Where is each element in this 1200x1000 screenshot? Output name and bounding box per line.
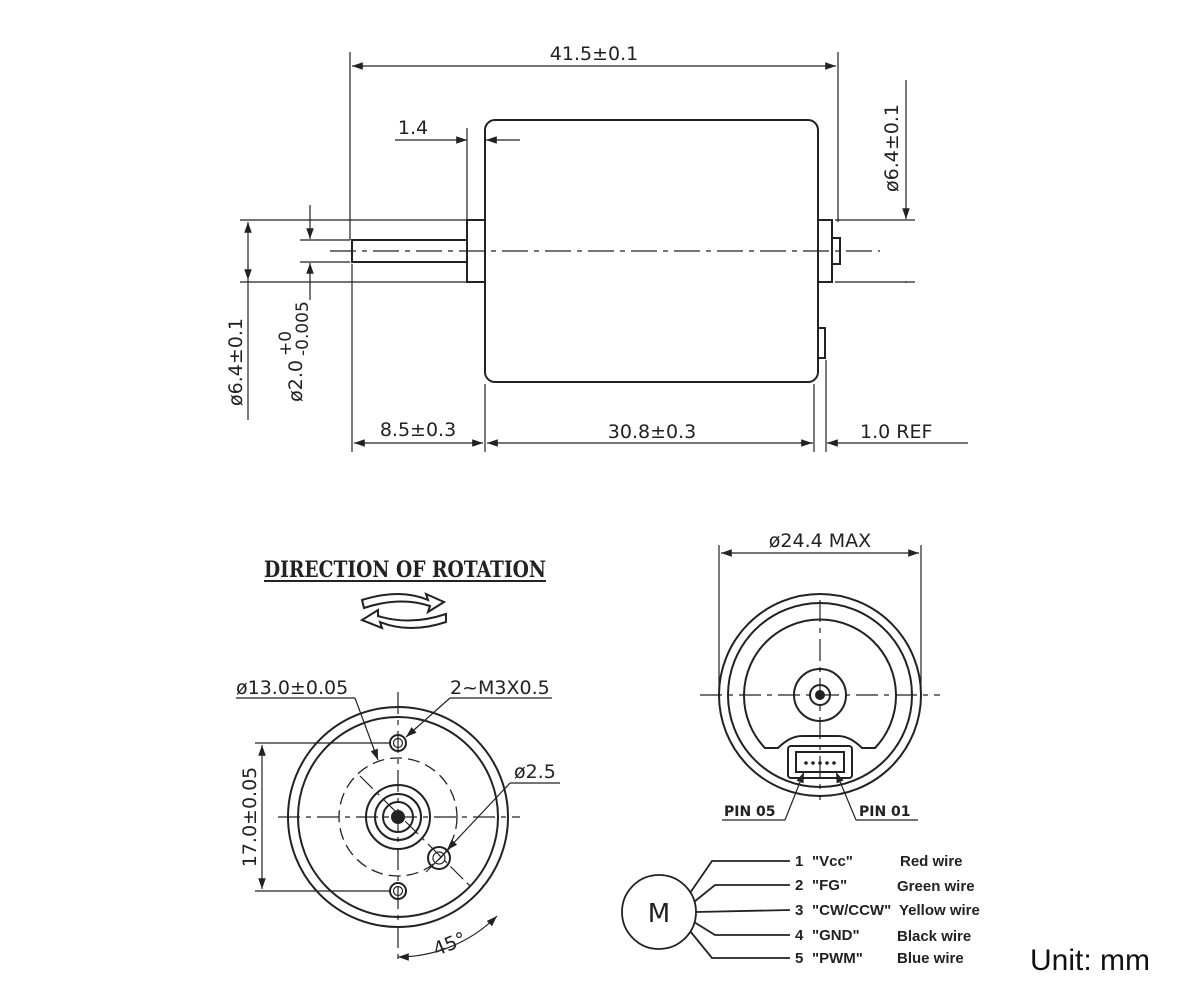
svg-text:"CW/CCW": "CW/CCW" (812, 902, 891, 919)
rear-boss-dia-label: ø6.4±0.1 (881, 104, 903, 192)
rear-ref-label: 1.0 REF (860, 421, 932, 443)
flange-label: 1.4 (398, 117, 428, 139)
svg-text:-0.005: -0.005 (293, 301, 313, 356)
pin-dia-label: ø2.5 (514, 761, 556, 783)
svg-text:"FG": "FG" (812, 877, 847, 894)
svg-text:"PWM": "PWM" (812, 950, 863, 967)
shaft-length-label: 8.5±0.3 (380, 419, 456, 441)
rotation-arrows-icon (359, 592, 447, 630)
pin-05-label: PIN 05 (724, 804, 776, 820)
svg-text:Black wire: Black wire (897, 928, 971, 945)
rear-recess (743, 618, 897, 749)
svg-text:1: 1 (795, 853, 803, 870)
svg-text:4: 4 (795, 927, 804, 944)
wire-row-4: 4 "GND" Black wire (795, 927, 971, 945)
overall-length-label: 41.5±0.1 (550, 43, 638, 65)
svg-text:"GND": "GND" (812, 927, 860, 944)
svg-text:Blue wire: Blue wire (897, 950, 964, 967)
wire-row-3: 3 "CW/CCW" Yellow wire (795, 902, 980, 919)
wire-row-5: 5 "PWM" Blue wire (795, 950, 964, 967)
rear-nub (817, 327, 826, 359)
shaft-dia-label: ø2.0 +0 -0.005 (276, 301, 313, 402)
body-length-label: 30.8±0.3 (608, 421, 696, 443)
svg-text:+0: +0 (276, 331, 296, 356)
front-boss-dia-label: ø6.4±0.1 (225, 318, 247, 406)
hole-spacing-label: 17.0±0.05 (239, 767, 261, 868)
svg-text:2: 2 (795, 877, 803, 894)
wiring-diagram (621, 860, 791, 959)
motor-label: M (648, 899, 670, 929)
unit-label: Unit: mm (1030, 944, 1150, 977)
svg-text:Yellow wire: Yellow wire (899, 902, 980, 919)
rotation-title: DIRECTION OF ROTATION (264, 557, 546, 583)
front-dimensions (236, 697, 560, 961)
svg-text:ø2.0: ø2.0 (285, 360, 307, 402)
angle-label: 45° (430, 928, 469, 961)
side-view (330, 119, 880, 383)
max-dia-label: ø24.4 MAX (769, 530, 871, 552)
rear-view (700, 593, 940, 800)
wire-row-1: 1 "Vcc" Red wire (795, 853, 963, 870)
svg-text:"Vcc": "Vcc" (812, 853, 853, 870)
front-view (278, 692, 520, 962)
svg-text:Green wire: Green wire (897, 878, 975, 895)
thread-label: 2~M3X0.5 (450, 677, 550, 699)
svg-text:3: 3 (795, 902, 803, 919)
svg-text:5: 5 (795, 950, 803, 967)
locating-pin (427, 846, 451, 870)
pin-01-label: PIN 01 (859, 804, 911, 820)
rear-dimensions (718, 545, 922, 821)
svg-text:Red wire: Red wire (900, 853, 963, 870)
pcd-label: ø13.0±0.05 (236, 677, 348, 699)
side-dimensions (240, 52, 968, 452)
wire-row-2: 2 "FG" Green wire (795, 877, 975, 895)
